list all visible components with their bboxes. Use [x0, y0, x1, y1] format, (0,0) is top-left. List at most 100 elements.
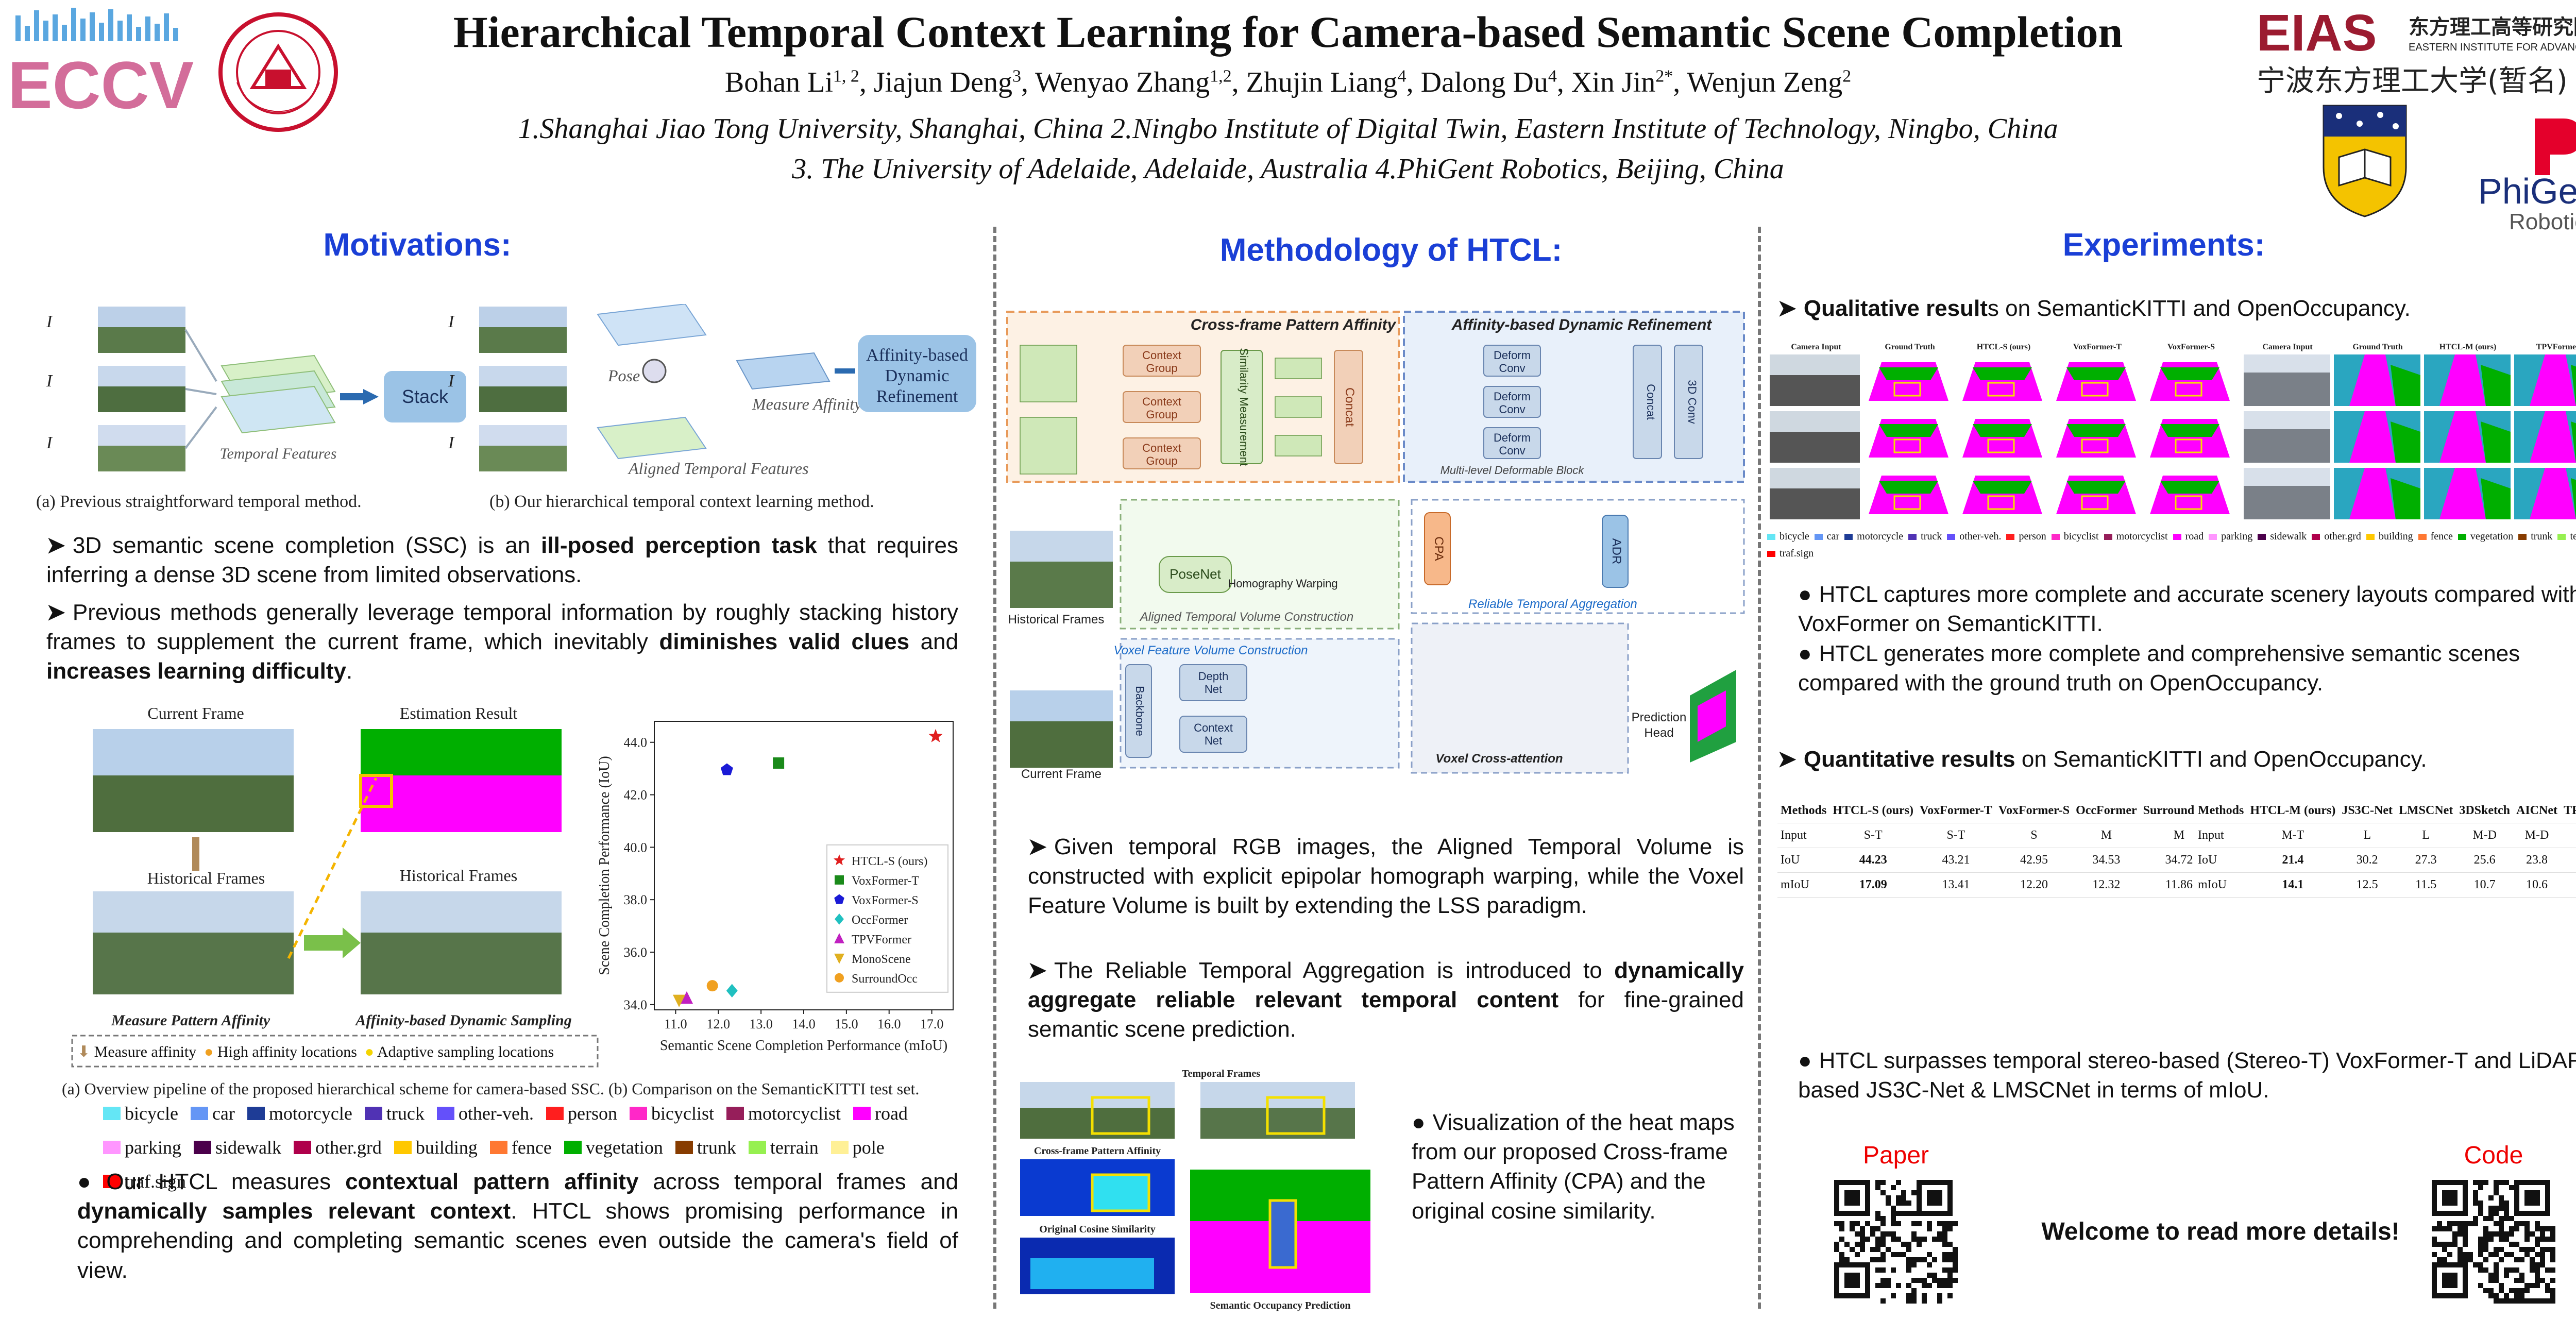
qr-module — [1947, 1283, 1953, 1288]
temporal-frames-label: Temporal Frames — [1182, 1068, 1260, 1079]
qr-module — [2468, 1221, 2473, 1226]
qr-module — [2494, 1298, 2499, 1304]
qr-module — [2458, 1231, 2463, 1237]
qr-module — [2524, 1226, 2530, 1231]
qr-module — [1886, 1283, 1891, 1288]
legend-swatch — [2258, 533, 2266, 540]
qr-module — [2519, 1221, 2524, 1226]
figure-pipeline-overview: Current Frame Estimation Result Historic… — [67, 701, 603, 1072]
qr-module — [2540, 1226, 2545, 1231]
table-header-cell: Methods — [1777, 799, 1830, 823]
legend-item: bicyclist — [2051, 531, 2099, 543]
qr-module — [1875, 1283, 1880, 1288]
estimation-result-label: Estimation Result — [400, 704, 518, 722]
legend-item: other-veh. — [1947, 531, 2001, 543]
legend-item: bicycle — [103, 1103, 178, 1124]
legend-label: vegetation — [585, 1137, 663, 1158]
legend-label: traf.sign — [1780, 548, 1814, 559]
qual-vegetation — [2066, 481, 2126, 494]
motivation-bullet-1: ➤3D semantic scene completion (SSC) is a… — [46, 533, 958, 588]
qr-module — [1880, 1190, 1886, 1195]
qr-module — [1880, 1242, 1886, 1247]
backbone-label: Backbone — [1133, 686, 1146, 736]
motivation-bullet-3: ●Our HTCL measures contextual pattern af… — [77, 1169, 959, 1283]
svg-text:Historical Frames: Historical Frames — [400, 866, 517, 885]
qr-module — [2494, 1252, 2499, 1257]
svg-text:Dynamic: Dynamic — [885, 366, 950, 385]
qr-module — [1880, 1298, 1886, 1304]
qr-module — [2504, 1267, 2509, 1273]
paper-link-label[interactable]: Paper — [1862, 1142, 1929, 1169]
x-tick-label: 17.0 — [920, 1017, 944, 1031]
legend-item: motorcyclist — [2104, 531, 2168, 543]
table-cell: S — [1995, 823, 2073, 848]
qr-module — [2483, 1216, 2488, 1221]
qr-module — [2447, 1221, 2452, 1226]
qr-module — [1937, 1278, 1942, 1283]
qual-road — [2439, 354, 2486, 406]
qr-module — [1870, 1226, 1875, 1231]
qr-module — [1865, 1221, 1870, 1226]
qr-module — [2535, 1242, 2540, 1247]
qual-vegetation — [2391, 421, 2420, 463]
qr-finder — [2524, 1190, 2540, 1206]
svg-text:Conv: Conv — [1499, 444, 1525, 457]
qr-module — [2509, 1252, 2514, 1257]
legend-swatch — [103, 1141, 121, 1154]
qr-module — [1896, 1200, 1901, 1206]
qual-vegetation — [2481, 478, 2511, 519]
qr-module — [1932, 1273, 1937, 1278]
y-tick-label: 34.0 — [624, 997, 648, 1012]
qual-road — [2349, 354, 2396, 406]
y-tick-label: 38.0 — [624, 892, 648, 907]
legend-item: traf.sign — [103, 1171, 186, 1192]
svg-text:Conv: Conv — [1499, 403, 1525, 416]
qr-module — [1901, 1195, 1906, 1200]
table-cell: 13.41 — [1917, 872, 1995, 898]
table-cell: M-D — [2456, 823, 2513, 848]
qr-module — [2504, 1231, 2509, 1237]
legend-swatch — [2418, 533, 2427, 540]
qr-module — [1880, 1257, 1886, 1262]
legend-swatch — [2173, 533, 2181, 540]
qual-vegetation — [1879, 367, 1938, 380]
qr-module — [2452, 1231, 2458, 1237]
table-cell: L — [2338, 823, 2396, 848]
qr-module — [2530, 1298, 2535, 1304]
qual-vegetation — [2571, 478, 2576, 519]
table-cell: mIoU — [1777, 872, 1830, 898]
table-cell: IoU — [1777, 848, 1830, 873]
paper-qr-code[interactable] — [1834, 1180, 1958, 1304]
eccv-logo-text: ECCV — [8, 47, 194, 123]
qr-module — [2478, 1267, 2483, 1273]
qr-module — [2473, 1190, 2478, 1195]
qr-module — [2463, 1221, 2468, 1226]
qr-module — [2463, 1231, 2468, 1237]
qr-module — [2478, 1262, 2483, 1267]
qr-module — [2535, 1237, 2540, 1242]
legend-swatch — [2366, 533, 2375, 540]
qr-module — [2530, 1247, 2535, 1252]
code-qr-code[interactable] — [2432, 1180, 2555, 1304]
legend-label: terrain — [2570, 531, 2576, 542]
qual-vegetation — [1973, 424, 2032, 437]
qr-module — [1880, 1252, 1886, 1257]
table-cell: 27.3 — [2395, 848, 2456, 873]
qual-vegetation — [1973, 481, 2032, 494]
qr-module — [2535, 1226, 2540, 1231]
eias-cn-text: 东方理工高等研究院 — [2409, 15, 2576, 39]
qr-module — [2473, 1180, 2478, 1185]
qr-module — [2524, 1283, 2530, 1288]
qr-module — [2524, 1298, 2530, 1304]
qr-module — [2458, 1257, 2463, 1262]
qr-module — [1875, 1247, 1880, 1252]
qr-module — [1880, 1221, 1886, 1226]
qr-module — [1880, 1216, 1886, 1221]
code-link-label[interactable]: Code — [2464, 1142, 2523, 1169]
qr-module — [1870, 1257, 1875, 1262]
legend-series-name: TPVFormer — [852, 933, 911, 946]
qr-module — [1911, 1298, 1917, 1304]
legend-item: parking — [103, 1137, 181, 1158]
